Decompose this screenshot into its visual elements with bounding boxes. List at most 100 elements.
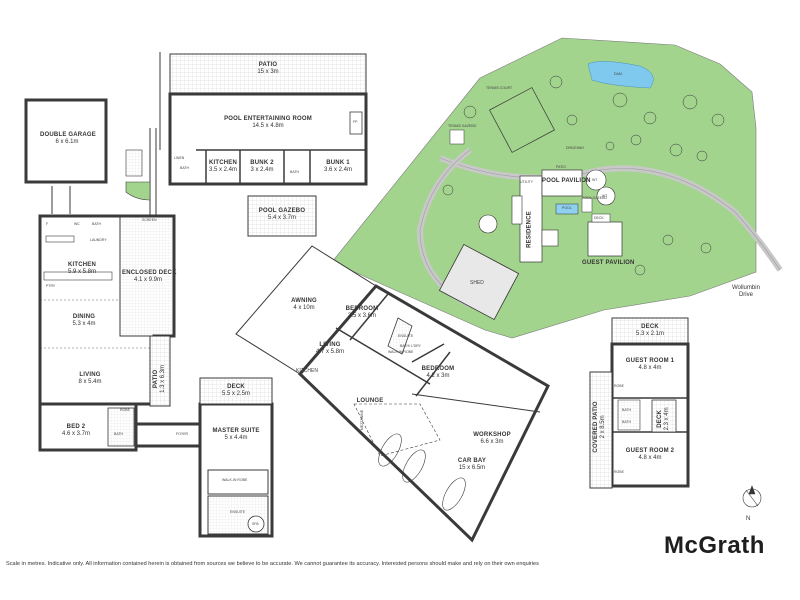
pool-bath-label: BATH bbox=[180, 166, 190, 170]
site-pool-pavilion-label: POOL PAVILION bbox=[542, 178, 591, 184]
north-arrow bbox=[742, 485, 762, 508]
site-guest-pavilion-label: GUEST PAVILION bbox=[582, 260, 635, 266]
mezzanine-outline bbox=[353, 403, 441, 457]
shed-plan bbox=[235, 245, 550, 543]
site-plan bbox=[331, 37, 783, 339]
road-line2: Drive bbox=[738, 292, 753, 299]
shed-walk-in-robe-label: WALK-IN ROBE bbox=[388, 350, 414, 354]
pool-pavilion-footprint bbox=[541, 169, 583, 197]
foyer-label: FOYER bbox=[176, 432, 189, 436]
water-tank-2 bbox=[596, 186, 616, 206]
linen-label: LINEN bbox=[174, 156, 185, 160]
bath-label: BATH bbox=[92, 222, 102, 226]
shed-footprint bbox=[438, 243, 520, 321]
guest-robe1-label: ROBE bbox=[614, 384, 624, 388]
pool-patio bbox=[169, 53, 367, 95]
shed-bath-ldry-label: BATH/ L'DRY bbox=[400, 344, 421, 348]
ensuite-label: ENSUITE bbox=[230, 510, 246, 514]
tennis-court bbox=[489, 87, 555, 153]
guest-pavilion-footprint bbox=[587, 221, 623, 257]
tennis-gazebo-label: TENNIS GAZEBO bbox=[448, 124, 477, 128]
pool-gazebo bbox=[247, 195, 317, 237]
fp-label: FP bbox=[353, 120, 358, 124]
pool-bath2-label: BATH bbox=[290, 170, 300, 174]
site-shed-label: SHED bbox=[470, 280, 484, 286]
walk-in-robe-label: WALK-IN ROBE bbox=[222, 478, 248, 482]
bath2-label: BATH bbox=[114, 432, 124, 436]
laundry-label: LAUNDRY bbox=[90, 238, 107, 242]
guest-bath2-label: BATH bbox=[622, 420, 632, 424]
road-label: Wollumbin Drive bbox=[732, 285, 760, 299]
guest-robe2-label: ROBE bbox=[614, 470, 624, 474]
spa-label: SPA bbox=[252, 522, 259, 526]
fridge-label: F bbox=[46, 222, 49, 226]
shed-ensuite-label: ENSUITE bbox=[398, 334, 414, 338]
enclosed-deck-area bbox=[119, 215, 175, 337]
disclaimer-text: Scale in metres. Indicative only. All in… bbox=[6, 561, 539, 567]
mezzanine-label: MEZZANINE bbox=[360, 409, 365, 431]
car-icons bbox=[378, 433, 466, 511]
guest-pavilion-plan bbox=[589, 317, 762, 508]
guest-covered-patio bbox=[589, 371, 613, 489]
dam bbox=[587, 61, 654, 89]
guest-top-deck bbox=[611, 317, 689, 345]
master-deck bbox=[199, 377, 273, 405]
pantry-label: PTRY bbox=[46, 284, 56, 288]
residence-patio bbox=[149, 335, 171, 407]
pool-entertaining-room bbox=[168, 92, 368, 186]
site-pool-label: POOL bbox=[562, 206, 572, 210]
screen-label: SCREEN bbox=[142, 218, 157, 222]
tennis-court-label: TENNIS COURT bbox=[486, 86, 513, 90]
robe-label: ROBE bbox=[120, 408, 130, 412]
road-line1: Wollumbin bbox=[732, 285, 760, 291]
shed-kitchen-label: KITCHEN bbox=[296, 368, 318, 374]
north-label: N bbox=[746, 516, 751, 522]
site-patio-label: PATIO bbox=[556, 165, 566, 169]
water-tank-1 bbox=[585, 169, 607, 191]
shed-building bbox=[297, 284, 550, 543]
site-residence-label: RESIDENCE bbox=[526, 211, 533, 248]
site-deck-label: DECK bbox=[594, 216, 604, 220]
guest-bath1-label: BATH bbox=[622, 408, 632, 412]
site-pool bbox=[555, 203, 579, 215]
pool-pavilion-plan bbox=[125, 53, 368, 237]
brand-logo: McGrath bbox=[664, 532, 765, 559]
site-pool-gazebo-label: POOL GAZEBO bbox=[582, 196, 608, 200]
double-garage bbox=[24, 98, 108, 184]
utility-label: UTILITY bbox=[520, 180, 534, 184]
site-trees bbox=[442, 75, 725, 276]
wt2-label: WT bbox=[602, 194, 608, 198]
wc-label: WC bbox=[74, 222, 80, 226]
dam-label: DAM bbox=[614, 72, 622, 76]
lounge-label: LOUNGE bbox=[356, 398, 384, 404]
driveway-label: DRIVEWAY bbox=[566, 146, 585, 150]
guest-side-deck bbox=[651, 399, 677, 433]
residence-plan bbox=[24, 52, 274, 538]
